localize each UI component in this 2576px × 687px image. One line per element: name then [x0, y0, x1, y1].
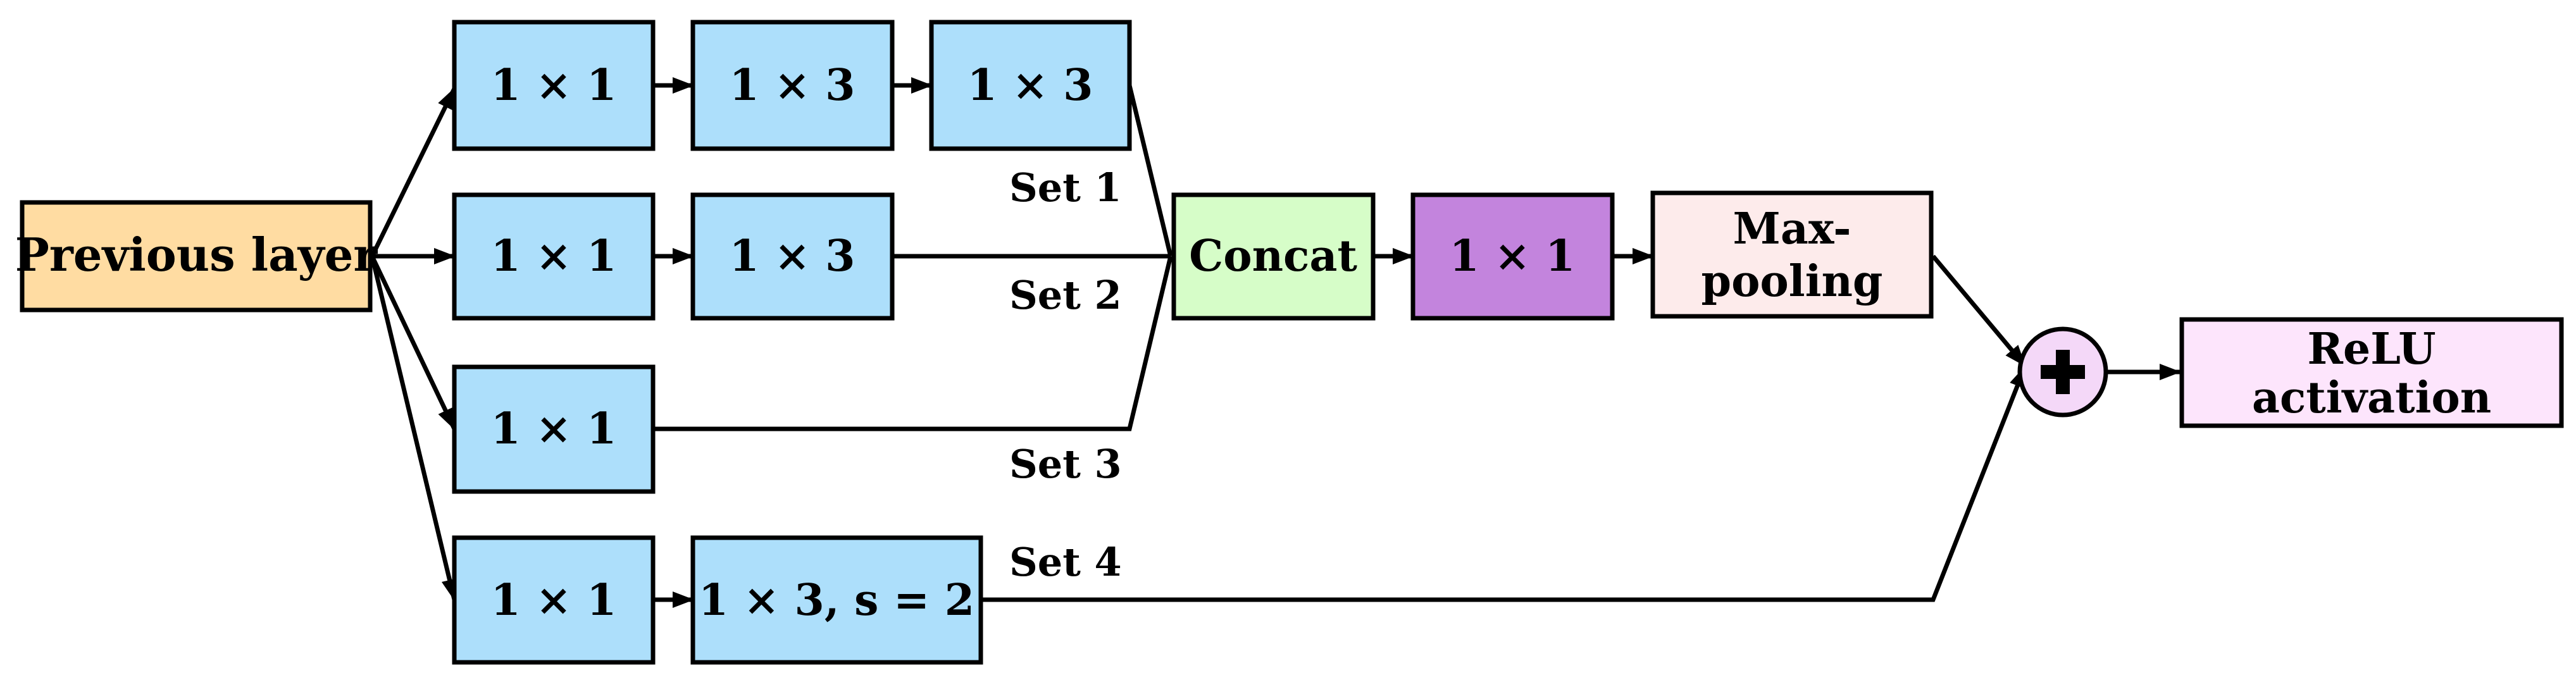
conv-after-concat-node: 1 × 1	[1410, 192, 1615, 321]
relu-label-line1: ReLU	[2307, 324, 2436, 374]
connectors	[370, 77, 2181, 608]
line-set3-to-concat	[653, 256, 1173, 431]
set2-conv2-label: 1 × 3	[730, 231, 856, 282]
arrow-set4-to-add	[981, 366, 2027, 602]
maxpool-node: Max- pooling	[1650, 190, 1934, 319]
arrow-prev-to-set3	[370, 255, 457, 430]
set3-conv1-node: 1 × 1	[452, 364, 656, 494]
set2-conv1-node: 1 × 1	[452, 192, 656, 321]
set4-conv1-node: 1 × 1	[452, 535, 656, 665]
relu-node: ReLU activation	[2179, 317, 2564, 428]
set1-conv1-node: 1 × 1	[452, 20, 656, 151]
set2-conv2-node: 1 × 3	[690, 192, 895, 321]
concat-node: Concat	[1171, 192, 1376, 321]
previous-layer-label: Previous layer	[15, 228, 378, 282]
relu-label-line2: activation	[2252, 373, 2491, 423]
set1-conv1-label: 1 × 1	[491, 60, 617, 111]
set1-conv3-node: 1 × 3	[929, 20, 1132, 151]
set1-conv2-node: 1 × 3	[690, 20, 895, 151]
conv-after-concat-label: 1 × 1	[1450, 231, 1576, 282]
arrow-prev-to-set4	[370, 256, 458, 601]
set3-label: Set 3	[1009, 441, 1122, 487]
arrow-prev-to-set1	[370, 87, 457, 257]
add-node	[2017, 326, 2108, 418]
set1-conv2-label: 1 × 3	[730, 60, 856, 111]
previous-layer-node: Previous layer	[15, 200, 378, 313]
set2-conv1-label: 1 × 1	[491, 231, 617, 282]
previous-layer-box	[20, 200, 373, 313]
concat-label: Concat	[1189, 231, 1357, 282]
plus-icon	[2041, 350, 2085, 394]
set2-label: Set 2	[1009, 272, 1122, 318]
set4-conv2-label: 1 × 3, s = 2	[699, 575, 974, 626]
maxpool-label-line2: pooling	[1702, 256, 1883, 307]
set4-conv2-node: 1 × 3, s = 2	[690, 535, 983, 665]
set4-label: Set 4	[1009, 539, 1122, 585]
arrow-maxpool-to-add	[1931, 254, 2027, 368]
maxpool-label-line1: Max-	[1733, 204, 1851, 254]
set4-conv1-label: 1 × 1	[491, 575, 617, 626]
set3-conv1-label: 1 × 1	[491, 404, 617, 454]
set1-conv3-label: 1 × 3	[968, 60, 1093, 111]
set1-label: Set 1	[1009, 164, 1122, 211]
line-set1-to-concat	[1127, 85, 1173, 257]
